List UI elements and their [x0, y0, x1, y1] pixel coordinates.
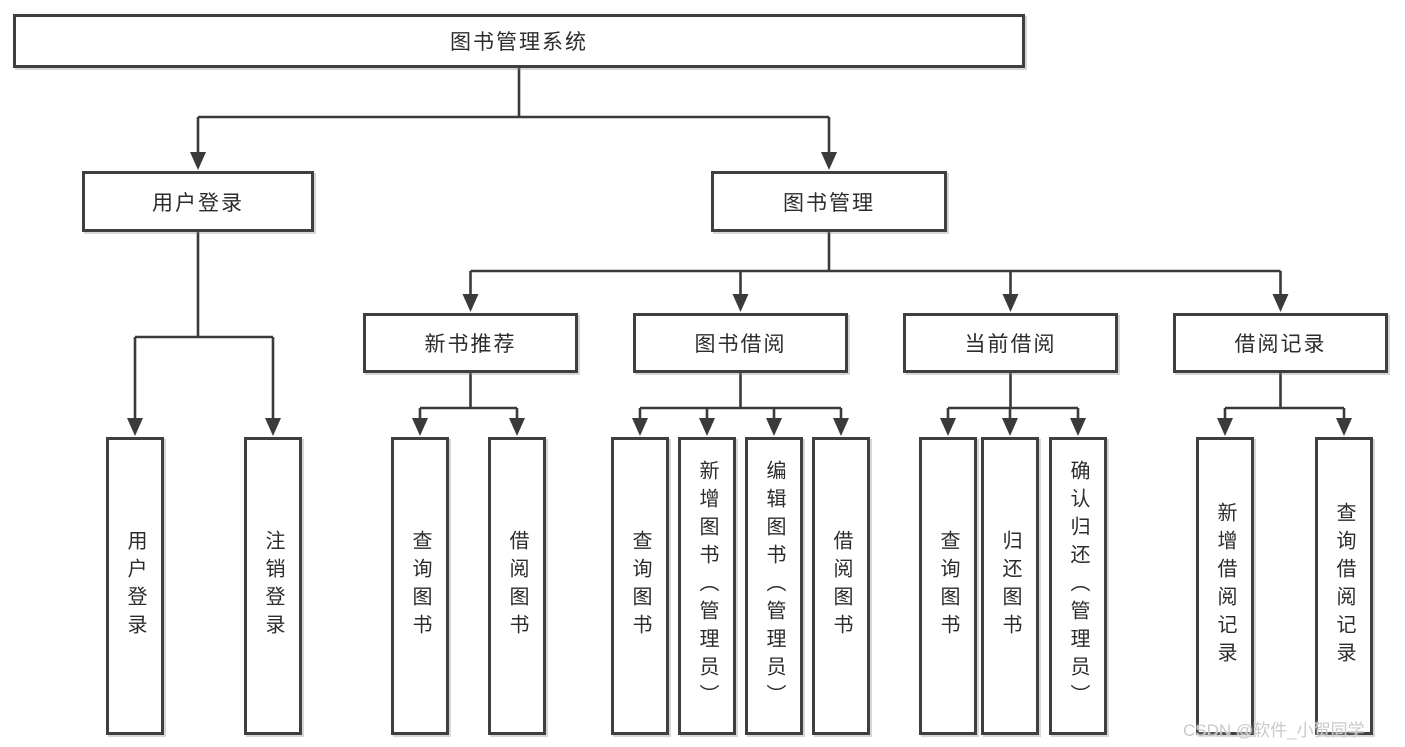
leaf-user-login: 用户登录: [106, 437, 164, 735]
arrowhead-icon: [940, 418, 956, 436]
leaf-query-books-current: 查询图书: [919, 437, 977, 735]
node-book-borrowing: 图书借阅: [633, 313, 848, 373]
arrowhead-icon: [821, 152, 837, 170]
connector-userlogin-to-leaves: [133, 232, 275, 420]
arrowhead-icon: [1272, 294, 1289, 312]
leaf-return-books: 归还图书: [981, 437, 1039, 735]
arrowhead-icon: [1336, 418, 1352, 436]
arrowhead-icon: [632, 418, 648, 436]
leaf-logout: 注销登录: [244, 437, 302, 735]
node-current-borrowing: 当前借阅: [903, 313, 1118, 373]
arrowhead-icon: [1217, 418, 1233, 436]
connector-bookborrow-to-leaves: [638, 373, 843, 420]
node-library-system: 图书管理系统: [13, 14, 1025, 68]
arrowhead-icon: [265, 418, 281, 436]
leaf-add-borrow-record: 新增借阅记录: [1196, 437, 1254, 735]
node-user-login: 用户登录: [82, 171, 314, 232]
arrowhead-icon: [766, 418, 782, 436]
connector-bookmgmt-to-level3: [469, 232, 1282, 296]
connector-root-to-level2: [196, 68, 831, 154]
arrowhead-icon: [732, 294, 749, 312]
arrowheads: [127, 152, 1352, 436]
connector-currentborrow-to-leaves: [946, 373, 1080, 420]
connector-newbooks-to-leaves: [418, 373, 519, 420]
arrowhead-icon: [833, 418, 849, 436]
arrowhead-icon: [509, 418, 525, 436]
arrowhead-icon: [699, 418, 715, 436]
leaf-borrow-books-newbooks: 借阅图书: [488, 437, 546, 735]
node-new-book-recommend: 新书推荐: [363, 313, 578, 373]
leaf-query-borrow-record: 查询借阅记录: [1315, 437, 1373, 735]
leaf-query-books-newbooks: 查询图书: [391, 437, 449, 735]
arrowhead-icon: [1002, 294, 1019, 312]
arrowhead-icon: [190, 152, 206, 170]
watermark: CSDN @软件_小贺同学: [1183, 721, 1365, 740]
arrowhead-icon: [412, 418, 428, 436]
node-book-management: 图书管理: [711, 171, 947, 232]
arrowhead-icon: [127, 418, 143, 436]
leaf-add-books-admin: 新增图书（管理员）: [678, 437, 736, 735]
arrowhead-icon: [462, 294, 479, 312]
node-borrowing-records: 借阅记录: [1173, 313, 1388, 373]
connector-borrowrecords-to-leaves: [1223, 373, 1346, 420]
leaf-borrow-books-borrowing: 借阅图书: [812, 437, 870, 735]
leaf-query-books-borrowing: 查询图书: [611, 437, 669, 735]
arrowhead-icon: [1070, 418, 1086, 436]
arrowhead-icon: [1002, 418, 1018, 436]
leaf-edit-books-admin: 编辑图书（管理员）: [745, 437, 803, 735]
leaf-confirm-return-admin: 确认归还（管理员）: [1049, 437, 1107, 735]
